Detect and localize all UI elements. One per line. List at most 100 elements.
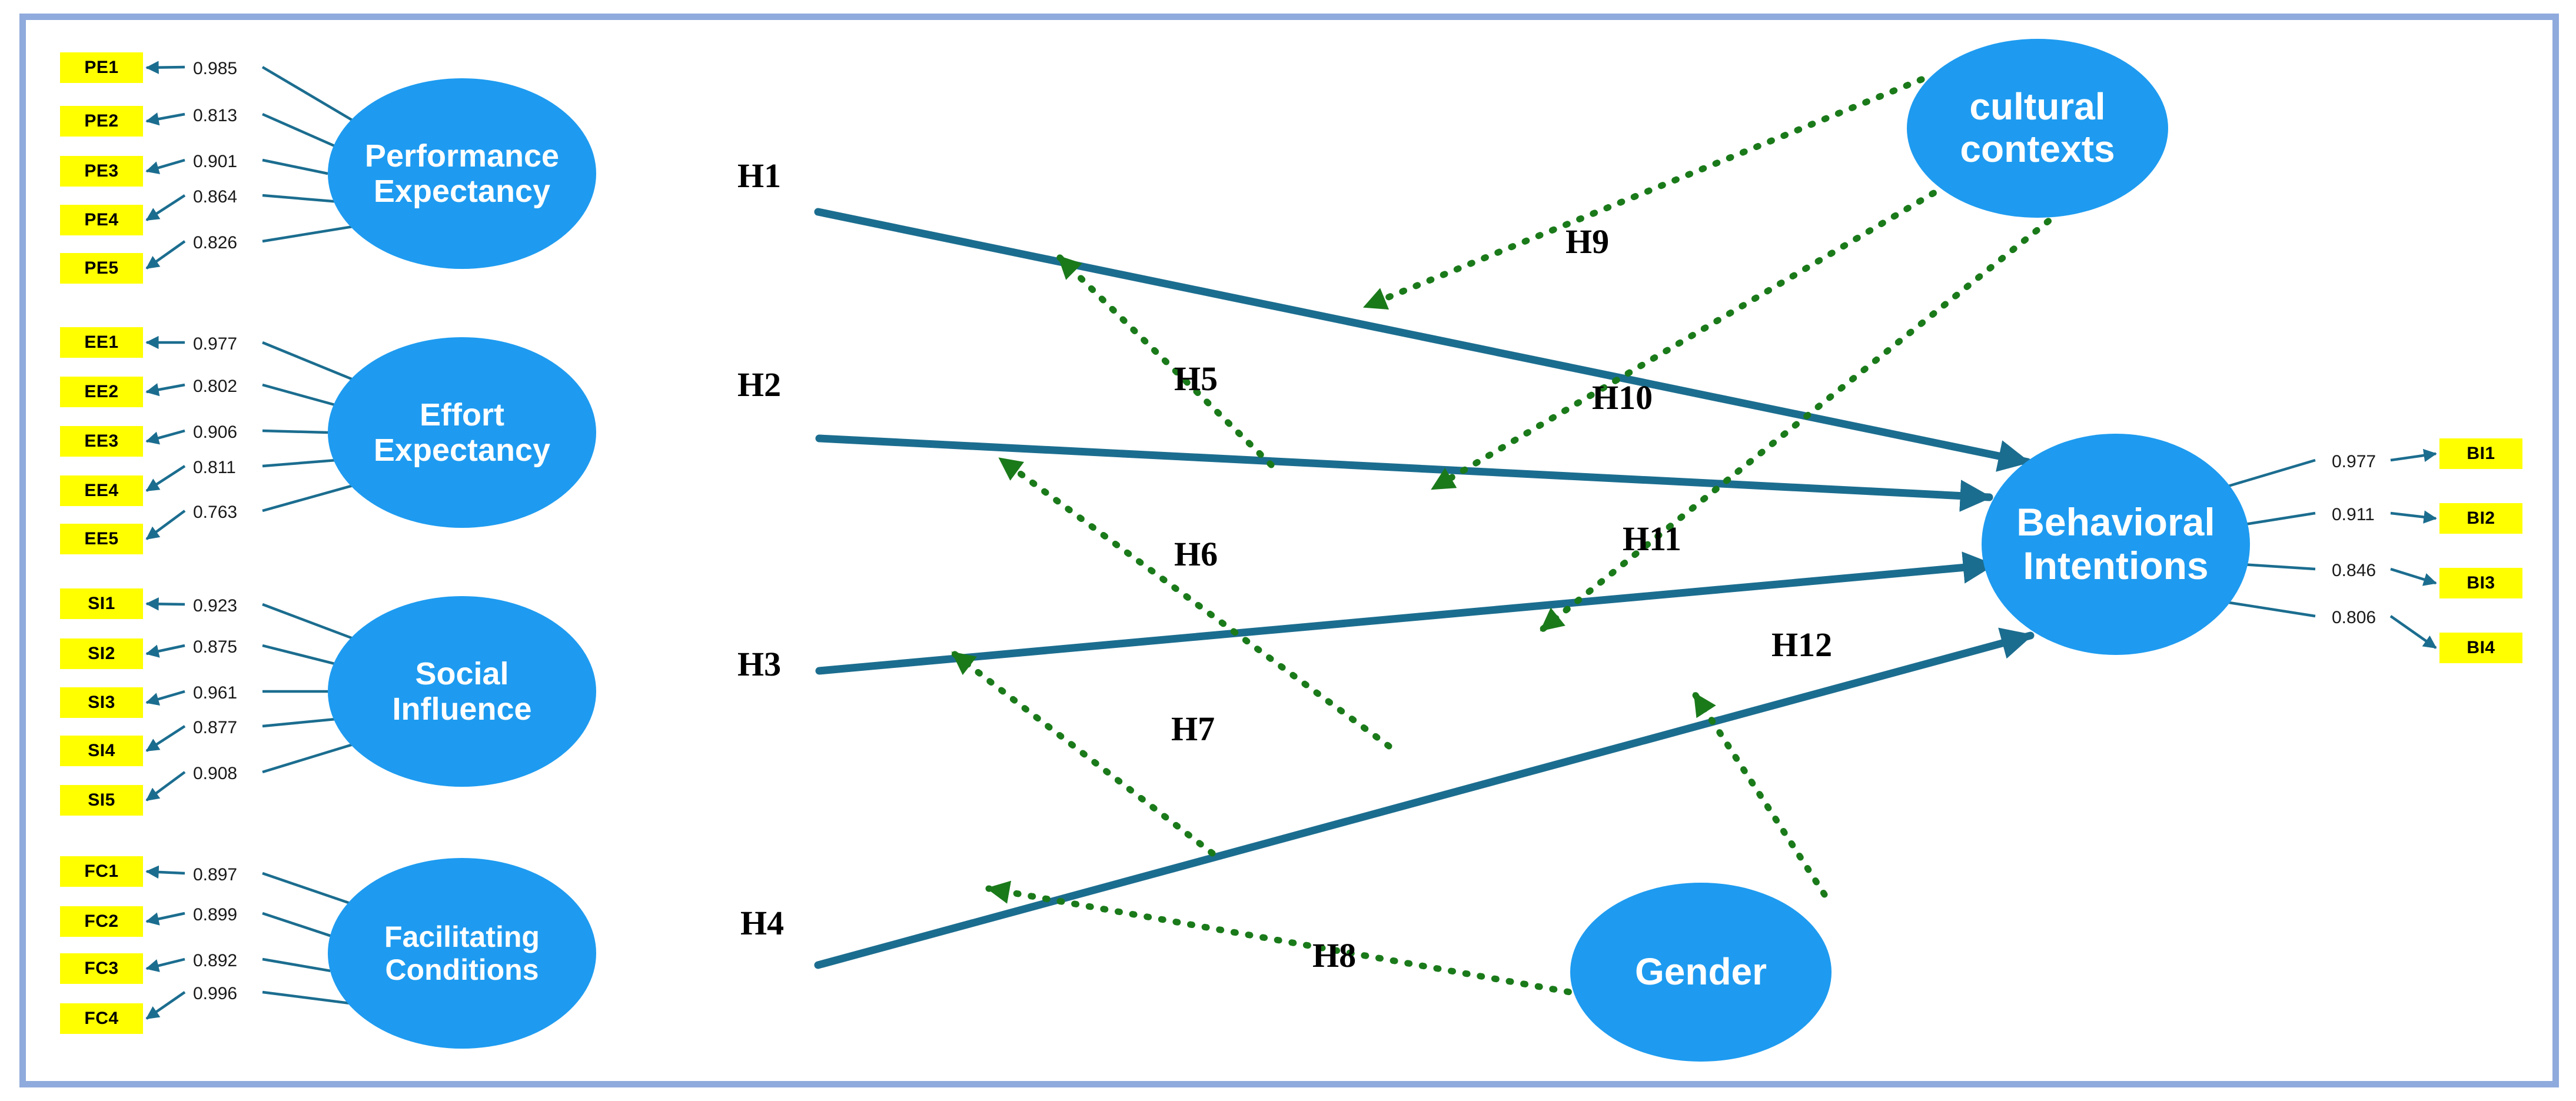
measurement-link-segment xyxy=(262,957,331,973)
moderation-paths-group xyxy=(950,76,2063,998)
measurement-arrow xyxy=(145,771,186,801)
hypothesis-label-h7: H7 xyxy=(1171,710,1215,748)
measurement-arrow xyxy=(145,957,185,972)
construct-ellipse-si[interactable] xyxy=(328,596,596,787)
measurement-arrow xyxy=(145,112,185,126)
indicator-box-pe4[interactable]: PE4 xyxy=(60,205,143,235)
moderation-path-h12 xyxy=(1691,691,1828,898)
hypothesis-label-h4: H4 xyxy=(740,904,785,942)
measurement-arrow xyxy=(145,912,185,926)
indicator-box-fc2[interactable]: FC2 xyxy=(60,906,143,937)
construct-shapes-group xyxy=(328,39,2250,1062)
measurement-arrow xyxy=(2389,615,2437,649)
construct-ellipse-pe[interactable] xyxy=(328,78,596,269)
indicator-box-fc4[interactable]: FC4 xyxy=(60,1003,143,1034)
indicator-box-pe5[interactable]: PE5 xyxy=(60,253,143,284)
hypothesis-label-h9: H9 xyxy=(1565,222,1610,261)
moderation-path-h7 xyxy=(950,650,1216,857)
construct-ellipse-ee[interactable] xyxy=(328,337,596,528)
construct-ellipse-bi[interactable] xyxy=(1982,434,2250,655)
loading-value-si3: 0.961 xyxy=(193,683,238,703)
loading-value-bi3: 0.846 xyxy=(2332,561,2376,580)
loading-value-fc1: 0.897 xyxy=(193,865,238,884)
measurement-link-segment xyxy=(262,383,335,406)
measurement-arrow xyxy=(145,510,186,540)
indicator-box-si4[interactable]: SI4 xyxy=(60,736,143,766)
loading-value-pe4: 0.864 xyxy=(193,187,238,207)
loading-value-ee1: 0.977 xyxy=(193,334,238,354)
measurement-arrow xyxy=(145,865,185,879)
indicator-box-ee2[interactable]: EE2 xyxy=(60,377,143,407)
hypothesis-label-h11: H11 xyxy=(1623,520,1681,558)
indicator-box-bi1[interactable]: BI1 xyxy=(2439,438,2522,469)
measurement-arrow xyxy=(145,158,185,174)
indicator-box-bi3[interactable]: BI3 xyxy=(2439,568,2522,598)
loading-value-ee2: 0.802 xyxy=(193,377,238,396)
measurement-link-segment xyxy=(262,912,331,937)
loading-value-fc3: 0.892 xyxy=(193,951,238,970)
construct-ellipse-fc[interactable] xyxy=(328,858,596,1049)
loading-value-pe1: 0.985 xyxy=(193,59,238,78)
indicator-box-si1[interactable]: SI1 xyxy=(60,588,143,619)
measurement-link-segment xyxy=(262,458,335,468)
structural-path-h3 xyxy=(815,551,1996,675)
indicator-box-ee3[interactable]: EE3 xyxy=(60,426,143,457)
loading-value-bi2: 0.911 xyxy=(2332,505,2375,524)
indicator-box-fc1[interactable]: FC1 xyxy=(60,856,143,887)
measurement-arrow xyxy=(145,240,186,270)
measurement-link-segment xyxy=(2247,563,2316,571)
indicator-box-pe2[interactable]: PE2 xyxy=(60,106,143,137)
measurement-arrow xyxy=(145,644,185,658)
measurement-link-segment xyxy=(2227,601,2316,618)
measurement-link-segment xyxy=(262,429,328,434)
measurement-arrow xyxy=(145,383,185,397)
measurement-link-segment xyxy=(2247,511,2316,525)
construct-ellipse-gn[interactable] xyxy=(1570,883,1832,1062)
structural-path-h2 xyxy=(815,434,1993,512)
measurement-arrow xyxy=(2390,510,2437,524)
loading-value-bi4: 0.806 xyxy=(2332,608,2376,627)
indicator-box-ee5[interactable]: EE5 xyxy=(60,524,143,554)
indicator-box-bi4[interactable]: BI4 xyxy=(2439,633,2522,663)
indicator-box-bi2[interactable]: BI2 xyxy=(2439,503,2522,534)
measurement-link-segment xyxy=(262,158,328,175)
indicator-box-si2[interactable]: SI2 xyxy=(60,638,143,669)
measurement-arrow xyxy=(145,465,186,492)
loading-value-si4: 0.877 xyxy=(193,718,238,737)
indicator-box-si3[interactable]: SI3 xyxy=(60,687,143,718)
moderation-path-h6 xyxy=(997,455,1392,750)
indicator-box-pe3[interactable]: PE3 xyxy=(60,156,143,187)
measurement-link-segment xyxy=(262,341,354,381)
measurement-link-segment xyxy=(2227,458,2316,488)
hypothesis-label-h1: H1 xyxy=(737,157,782,195)
measurement-link-segment xyxy=(262,644,335,665)
measurement-arrow xyxy=(2390,448,2437,463)
moderation-path-h9 xyxy=(1362,76,1925,310)
measurement-link-segment xyxy=(262,603,354,640)
loading-value-si2: 0.875 xyxy=(193,637,238,657)
indicator-box-si5[interactable]: SI5 xyxy=(60,785,143,816)
moderation-path-h5 xyxy=(1056,254,1275,468)
measurement-link-segment xyxy=(262,112,335,147)
hypothesis-label-h6: H6 xyxy=(1174,535,1218,573)
loading-value-pe2: 0.813 xyxy=(193,106,238,125)
construct-ellipse-cc[interactable] xyxy=(1907,39,2168,218)
measurement-arrow xyxy=(145,991,186,1020)
indicator-box-pe1[interactable]: PE1 xyxy=(60,52,143,83)
measurement-link-segment xyxy=(262,225,354,243)
indicator-box-fc3[interactable]: FC3 xyxy=(60,953,143,984)
loading-value-bi1: 0.977 xyxy=(2332,452,2376,471)
indicator-box-ee4[interactable]: EE4 xyxy=(60,475,143,506)
structural-paths-group xyxy=(814,208,2035,969)
loading-value-fc4: 0.996 xyxy=(193,984,238,1003)
loading-value-ee4: 0.811 xyxy=(193,458,236,477)
hypothesis-label-h2: H2 xyxy=(737,365,782,404)
measurement-arrow xyxy=(145,429,185,445)
measurement-link-segment xyxy=(262,194,335,203)
indicator-box-ee1[interactable]: EE1 xyxy=(60,327,143,358)
moderation-path-h8 xyxy=(985,880,1587,998)
moderation-path-h10 xyxy=(1430,167,1975,492)
loading-value-si5: 0.908 xyxy=(193,764,238,783)
